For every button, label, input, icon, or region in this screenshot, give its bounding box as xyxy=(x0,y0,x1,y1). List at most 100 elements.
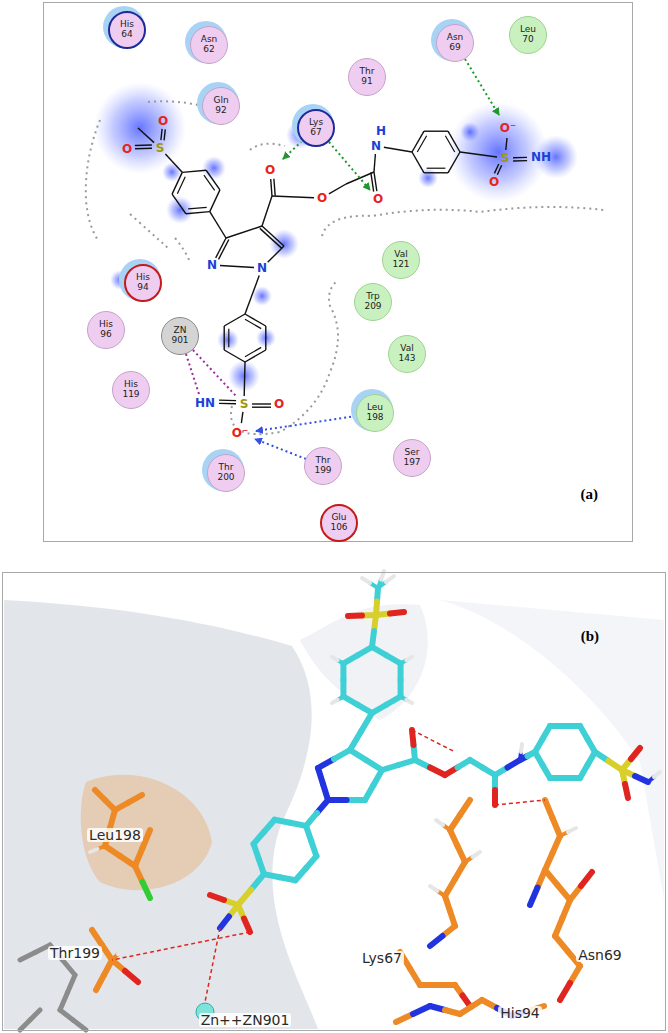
stick xyxy=(406,700,412,703)
stick xyxy=(334,750,350,759)
interaction-line xyxy=(329,142,370,190)
interaction-line xyxy=(193,350,236,396)
atom-label: N xyxy=(207,259,217,271)
ring-bond xyxy=(427,168,446,169)
ring-bond xyxy=(245,314,266,326)
ring-bond xyxy=(224,326,225,350)
stick xyxy=(492,790,498,805)
protein-surface xyxy=(300,604,428,720)
stick xyxy=(220,917,229,929)
residue-circle: Thr 91 xyxy=(348,58,386,96)
residue-circle: Thr 199 xyxy=(304,447,342,485)
atom-label: S xyxy=(156,142,165,154)
bond-line xyxy=(252,403,271,404)
atom-label: O xyxy=(265,164,275,176)
bond-line xyxy=(135,148,152,150)
stick xyxy=(473,852,481,857)
stick xyxy=(63,960,76,975)
residue-name: Glu 106 xyxy=(330,513,347,533)
interaction-line xyxy=(283,141,302,159)
residue-label: Leu198 xyxy=(87,828,143,842)
solvent-blob xyxy=(269,229,299,259)
bond-line xyxy=(219,399,236,401)
residue-name: Val 143 xyxy=(398,344,415,364)
hbond-line xyxy=(495,800,545,805)
stick xyxy=(143,830,151,848)
stick xyxy=(90,849,98,852)
bond-line xyxy=(226,226,262,238)
ring-bond xyxy=(182,170,206,172)
residue-circle: Thr 200 xyxy=(207,454,245,492)
residue-name: His 119 xyxy=(122,380,139,400)
atom-label: S xyxy=(240,398,249,410)
residue-name: ZN 901 xyxy=(171,326,188,346)
panel-frame: (a) His 64 Asn 62 Thr 91 Asn 69 Leu 70 Gln 92 L… xyxy=(43,2,633,542)
stick xyxy=(560,983,570,1000)
residue-name: Val 121 xyxy=(392,250,409,270)
panel-frame: (b) xyxy=(2,572,666,1031)
bond-line xyxy=(260,228,282,248)
residue-circle: Leu 198 xyxy=(356,394,394,432)
stick xyxy=(251,874,264,889)
residue-name: His 94 xyxy=(136,273,150,293)
residue-circle: His 96 xyxy=(87,311,125,349)
pocket-outline xyxy=(250,144,285,150)
bond-line xyxy=(506,138,507,150)
bond-line xyxy=(272,196,314,198)
atom-label: NH xyxy=(531,151,551,163)
ring-bond xyxy=(204,175,215,190)
atom-label: HN xyxy=(195,397,215,409)
atom-label: N xyxy=(257,262,267,274)
protein-surface xyxy=(440,600,664,900)
bond-line xyxy=(210,212,226,238)
residue-name: Trp 209 xyxy=(364,292,381,312)
residue-circle: Asn 69 xyxy=(436,24,474,62)
stick xyxy=(463,996,471,1007)
residue-name: Gln 92 xyxy=(213,96,228,116)
residue-circle: His 64 xyxy=(108,11,146,49)
ring-bond xyxy=(172,194,186,214)
stick xyxy=(528,752,536,756)
bond-line xyxy=(374,154,375,172)
interaction-line xyxy=(186,354,199,394)
ring-bond xyxy=(177,177,185,194)
residue-name: Asn 69 xyxy=(447,33,464,53)
ring-bond xyxy=(245,350,266,362)
ring-bond xyxy=(412,131,424,152)
ring-bond xyxy=(424,131,448,132)
pocket-outline xyxy=(322,207,604,236)
solvent-blob xyxy=(217,329,239,351)
bond-line xyxy=(241,412,243,423)
stick xyxy=(436,820,443,825)
protein-surface xyxy=(81,775,212,890)
solvent-blob xyxy=(94,82,186,174)
atom-label: S xyxy=(501,152,510,164)
stick xyxy=(430,886,438,891)
bond-line xyxy=(513,160,527,162)
ring-bond xyxy=(448,152,460,173)
ring-bond xyxy=(245,319,261,328)
stick xyxy=(60,993,68,1011)
residue-label: Lys67 xyxy=(360,951,404,965)
stick xyxy=(521,744,522,752)
stick xyxy=(625,784,628,798)
residue-circle: Gln 92 xyxy=(202,87,240,125)
bond-line xyxy=(245,276,259,314)
stick xyxy=(125,971,138,982)
bond-line xyxy=(161,129,162,140)
residue-name: Leu 198 xyxy=(366,403,383,423)
pocket-outline xyxy=(130,214,168,248)
ring-bond xyxy=(224,314,245,326)
residue-circle: ZN 901 xyxy=(161,317,199,355)
residue-name: His 64 xyxy=(120,20,134,40)
interaction-line xyxy=(465,59,499,115)
ring-bond xyxy=(445,136,454,152)
atom-label: O xyxy=(373,193,383,205)
residue-circle: Asn 62 xyxy=(190,26,228,64)
stick xyxy=(631,748,640,759)
panel-label: (a) xyxy=(581,486,599,503)
bond-line xyxy=(374,172,377,191)
bond-line xyxy=(243,362,245,396)
residue-circle: Leu 70 xyxy=(509,16,547,54)
residue-circle: His 119 xyxy=(112,371,150,409)
